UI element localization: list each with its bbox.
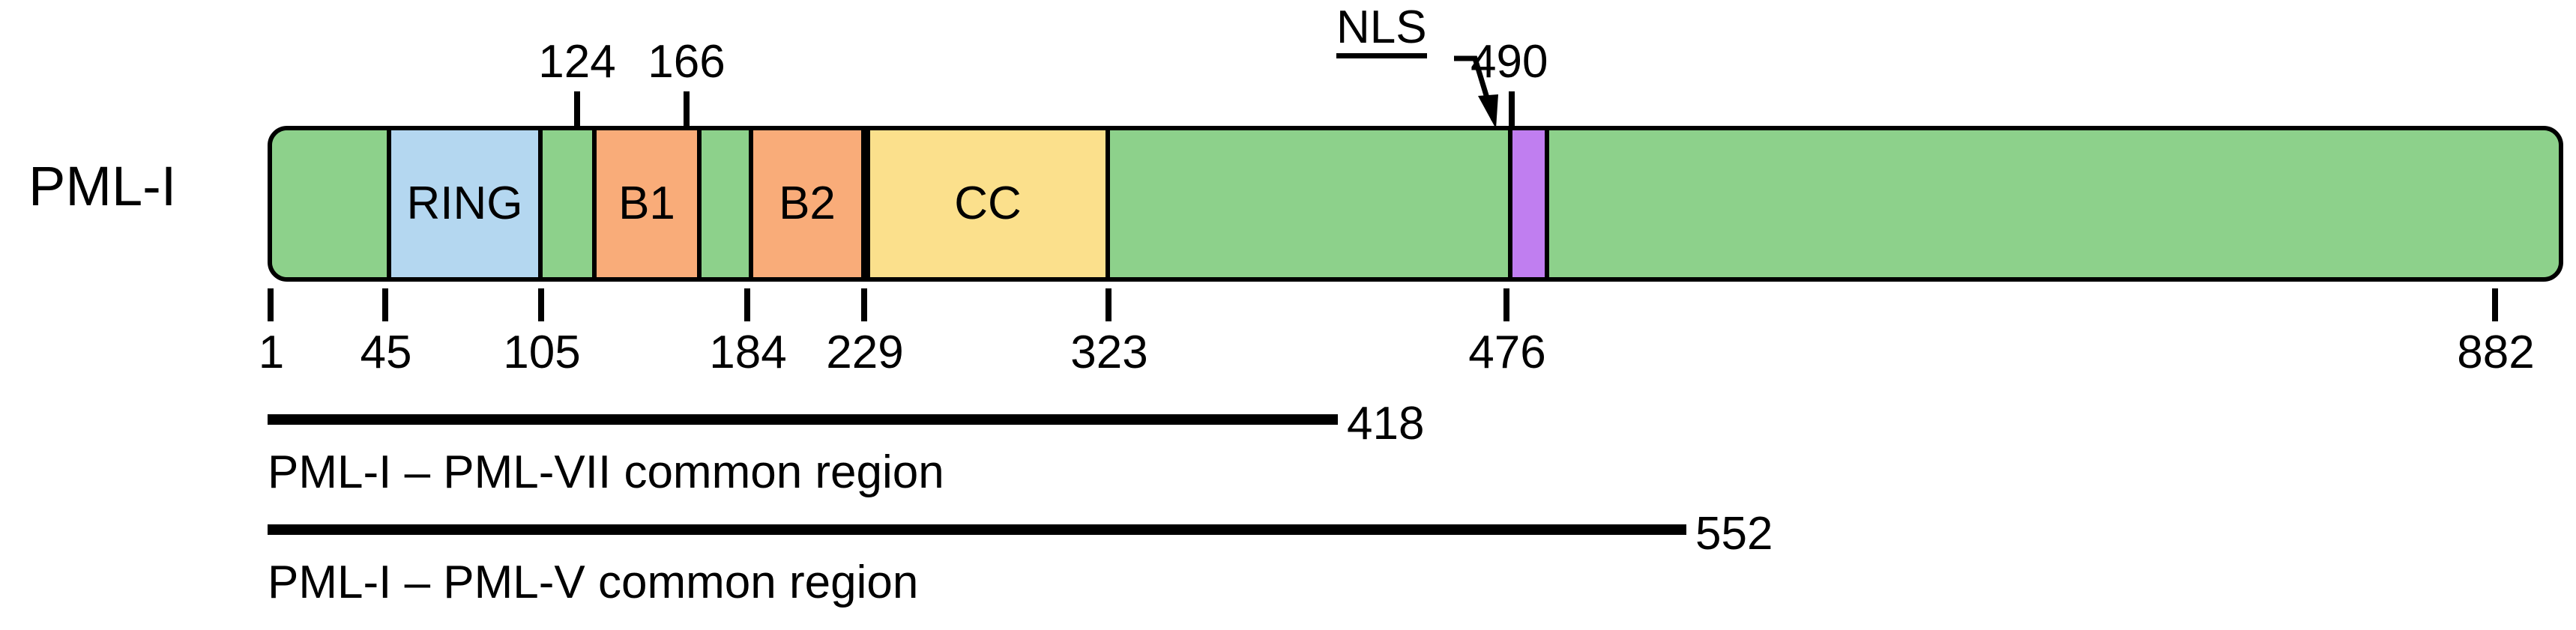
domain-label-b1: B1 xyxy=(618,178,675,229)
tick-bottom-323-mark xyxy=(1105,288,1111,321)
tick-bottom-1-mark xyxy=(268,288,274,321)
tick-bottom-105-mark xyxy=(538,288,544,321)
tick-bottom-45-label: 45 xyxy=(360,327,412,378)
common-region-end-label-552: 552 xyxy=(1695,508,1773,560)
domain-segment-linker1 xyxy=(543,130,592,277)
tick-bottom-184-label: 184 xyxy=(709,327,787,378)
common-region-end-label-418: 418 xyxy=(1347,398,1425,449)
common-region-bar-pml-v xyxy=(268,524,1686,535)
domain-segment-nls xyxy=(1508,130,1549,277)
domain-label-ring: RING xyxy=(406,178,523,229)
domain-segment-ring: RING xyxy=(387,130,543,277)
nls-label: NLS xyxy=(1336,4,1427,58)
tick-top-490-label: 490 xyxy=(1471,36,1548,88)
domain-segment-cterm xyxy=(1549,130,2559,277)
domain-segment-linker3 xyxy=(1110,130,1508,277)
tick-bottom-45-mark xyxy=(382,288,388,321)
tick-top-166-mark xyxy=(684,91,690,126)
common-region-text-pml-vii: PML-I – PML-VII common region xyxy=(268,446,944,498)
tick-bottom-882-mark xyxy=(2492,288,2498,321)
tick-top-124-label: 124 xyxy=(538,36,616,88)
domain-segment-linker2 xyxy=(702,130,749,277)
tick-bottom-476-label: 476 xyxy=(1468,327,1546,378)
common-region-text-pml-v: PML-I – PML-V common region xyxy=(268,557,919,608)
tick-bottom-229-label: 229 xyxy=(826,327,904,378)
tick-bottom-882-label: 882 xyxy=(2457,327,2535,378)
domain-segment-b1: B1 xyxy=(592,130,702,277)
tick-bottom-105-label: 105 xyxy=(503,327,581,378)
domain-segment-cc: CC xyxy=(866,130,1110,277)
tick-bottom-323-label: 323 xyxy=(1070,327,1148,378)
tick-top-490-mark xyxy=(1509,91,1515,126)
tick-bottom-1-label: 1 xyxy=(258,327,285,378)
protein-backbone-bar: RING B1 B2 CC xyxy=(268,126,2563,282)
tick-top-124-mark xyxy=(574,91,580,126)
tick-bottom-476-mark xyxy=(1503,288,1509,321)
domain-label-cc: CC xyxy=(954,178,1022,229)
common-region-bar-pml-vii xyxy=(268,414,1338,425)
tick-bottom-184-mark xyxy=(744,288,750,321)
domain-segment-nterm xyxy=(272,130,387,277)
protein-name-label: PML-I xyxy=(28,155,177,217)
domain-label-b2: B2 xyxy=(779,178,836,229)
tick-top-166-label: 166 xyxy=(648,36,726,88)
tick-bottom-229-mark xyxy=(861,288,867,321)
domain-segment-b2: B2 xyxy=(749,130,866,277)
